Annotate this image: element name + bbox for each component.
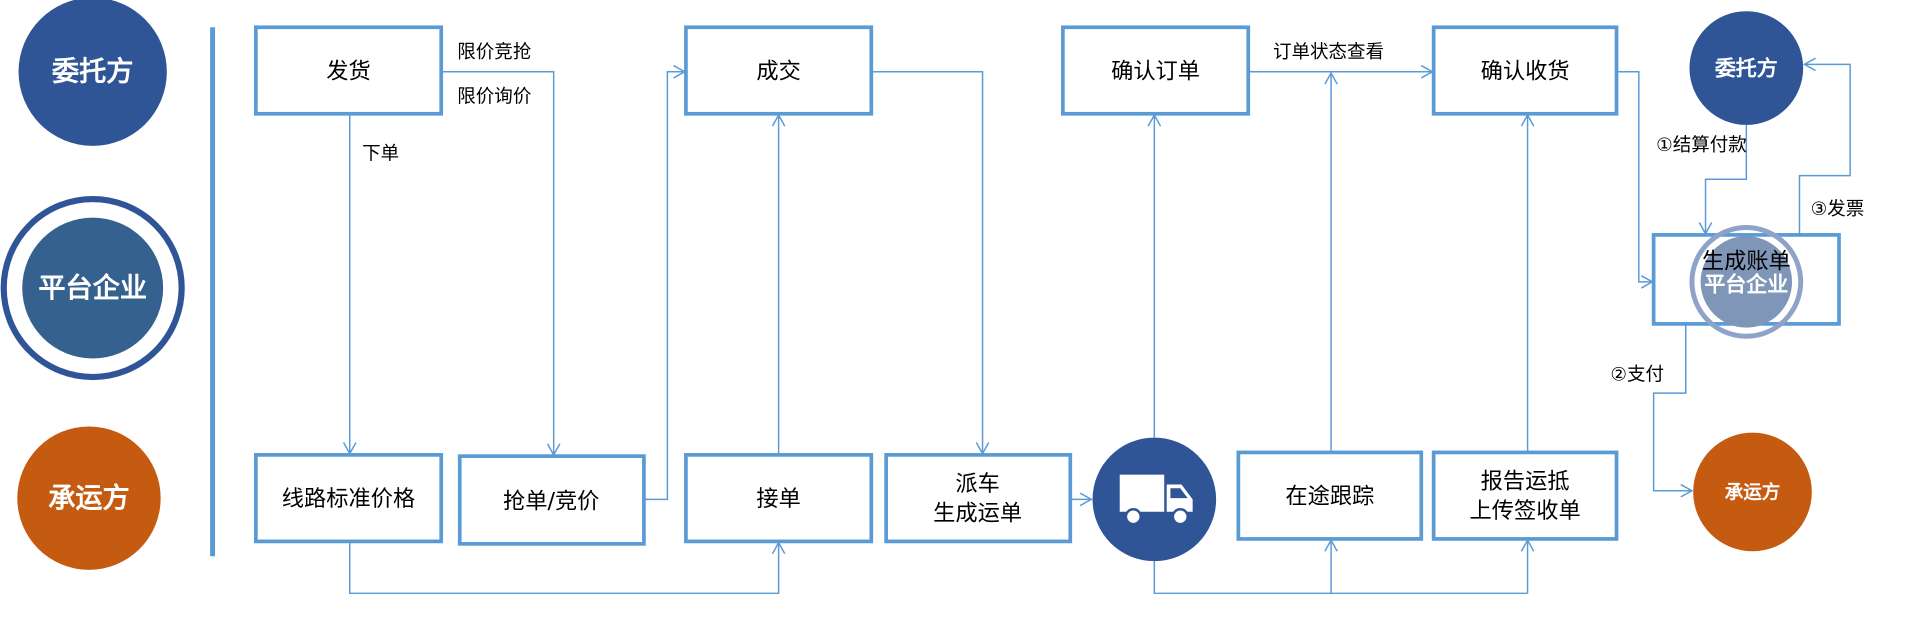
connectors <box>342 57 1851 595</box>
platform-stamp: 平台企业 <box>1689 225 1804 339</box>
label-settle: ①结算付款 <box>1656 135 1747 156</box>
label-order-status: 订单状态查看 <box>1273 42 1384 63</box>
arrow-route-to-accept <box>349 541 786 595</box>
truck-icon <box>1119 474 1193 526</box>
lane-shipper-label: 委托方 <box>52 56 134 88</box>
box-deal-label: 成交 <box>756 58 800 84</box>
right-shipper-node: 委托方 <box>1689 11 1804 125</box>
box-dispatch-label-2: 生成运单 <box>933 501 1022 527</box>
box-grab-bid-label: 抢单/竞价 <box>503 488 599 514</box>
box-tracking-label: 在途跟踪 <box>1285 483 1374 509</box>
label-place-order: 下单 <box>362 144 399 165</box>
arrow-invoice <box>1798 57 1851 235</box>
box-tracking: 在途跟踪 <box>1236 450 1424 541</box>
arrow-settle <box>1698 124 1748 236</box>
box-ship: 发货 <box>253 25 444 116</box>
arrow-receipt-to-bill <box>1616 71 1654 289</box>
arrow-deal-to-dispatch <box>871 71 990 456</box>
box-route-price-label: 线路标准价格 <box>282 486 415 512</box>
truck-node <box>1092 437 1217 562</box>
box-accept: 接单 <box>684 453 874 544</box>
lane-carrier-label: 承运方 <box>48 482 130 514</box>
box-confirm-order-label: 确认订单 <box>1111 58 1200 84</box>
box-grab-bid: 抢单/竞价 <box>457 454 646 546</box>
right-carrier-label: 承运方 <box>1725 482 1781 504</box>
arrow-pay <box>1652 323 1694 498</box>
arrow-grab-to-deal <box>643 64 687 501</box>
right-carrier-node: 承运方 <box>1693 432 1812 552</box>
box-confirm-order: 确认订单 <box>1061 25 1251 116</box>
lane-platform: 平台企业 <box>0 195 185 381</box>
arrow-ship-to-grab <box>441 71 561 457</box>
box-deal: 成交 <box>684 25 874 116</box>
box-dispatch: 派车 生成运单 <box>884 453 1073 544</box>
label-invoice: ③发票 <box>1811 199 1865 220</box>
box-bill: 平台企业 生成账单 <box>1651 225 1841 339</box>
lane-platform-label: 平台企业 <box>38 272 147 304</box>
label-limit-grab: 限价竞抢 <box>457 42 532 63</box>
box-arrive: 报告运抵 上传签收单 <box>1431 450 1619 541</box>
box-arrive-label-1: 报告运抵 <box>1481 469 1570 495</box>
box-arrive-label-2: 上传签收单 <box>1470 498 1581 524</box>
box-ship-label: 发货 <box>326 58 370 84</box>
label-pay: ②支付 <box>1610 365 1664 386</box>
platform-stamp-label: 平台企业 <box>1704 272 1788 297</box>
box-confirm-receipt: 确认收货 <box>1431 25 1619 116</box>
lane-shipper: 委托方 <box>18 0 167 146</box>
box-route-price: 线路标准价格 <box>253 453 444 544</box>
box-bill-label: 生成账单 <box>1702 249 1791 275</box>
lane-carrier: 承运方 <box>17 426 161 570</box>
box-confirm-receipt-label: 确认收货 <box>1481 58 1570 84</box>
box-accept-label: 接单 <box>756 486 800 512</box>
line-truck-bottom <box>1153 561 1528 595</box>
box-dispatch-label-1: 派车 <box>955 471 999 497</box>
right-shipper-label: 委托方 <box>1714 55 1778 80</box>
label-limit-inquiry: 限价询价 <box>457 87 531 108</box>
